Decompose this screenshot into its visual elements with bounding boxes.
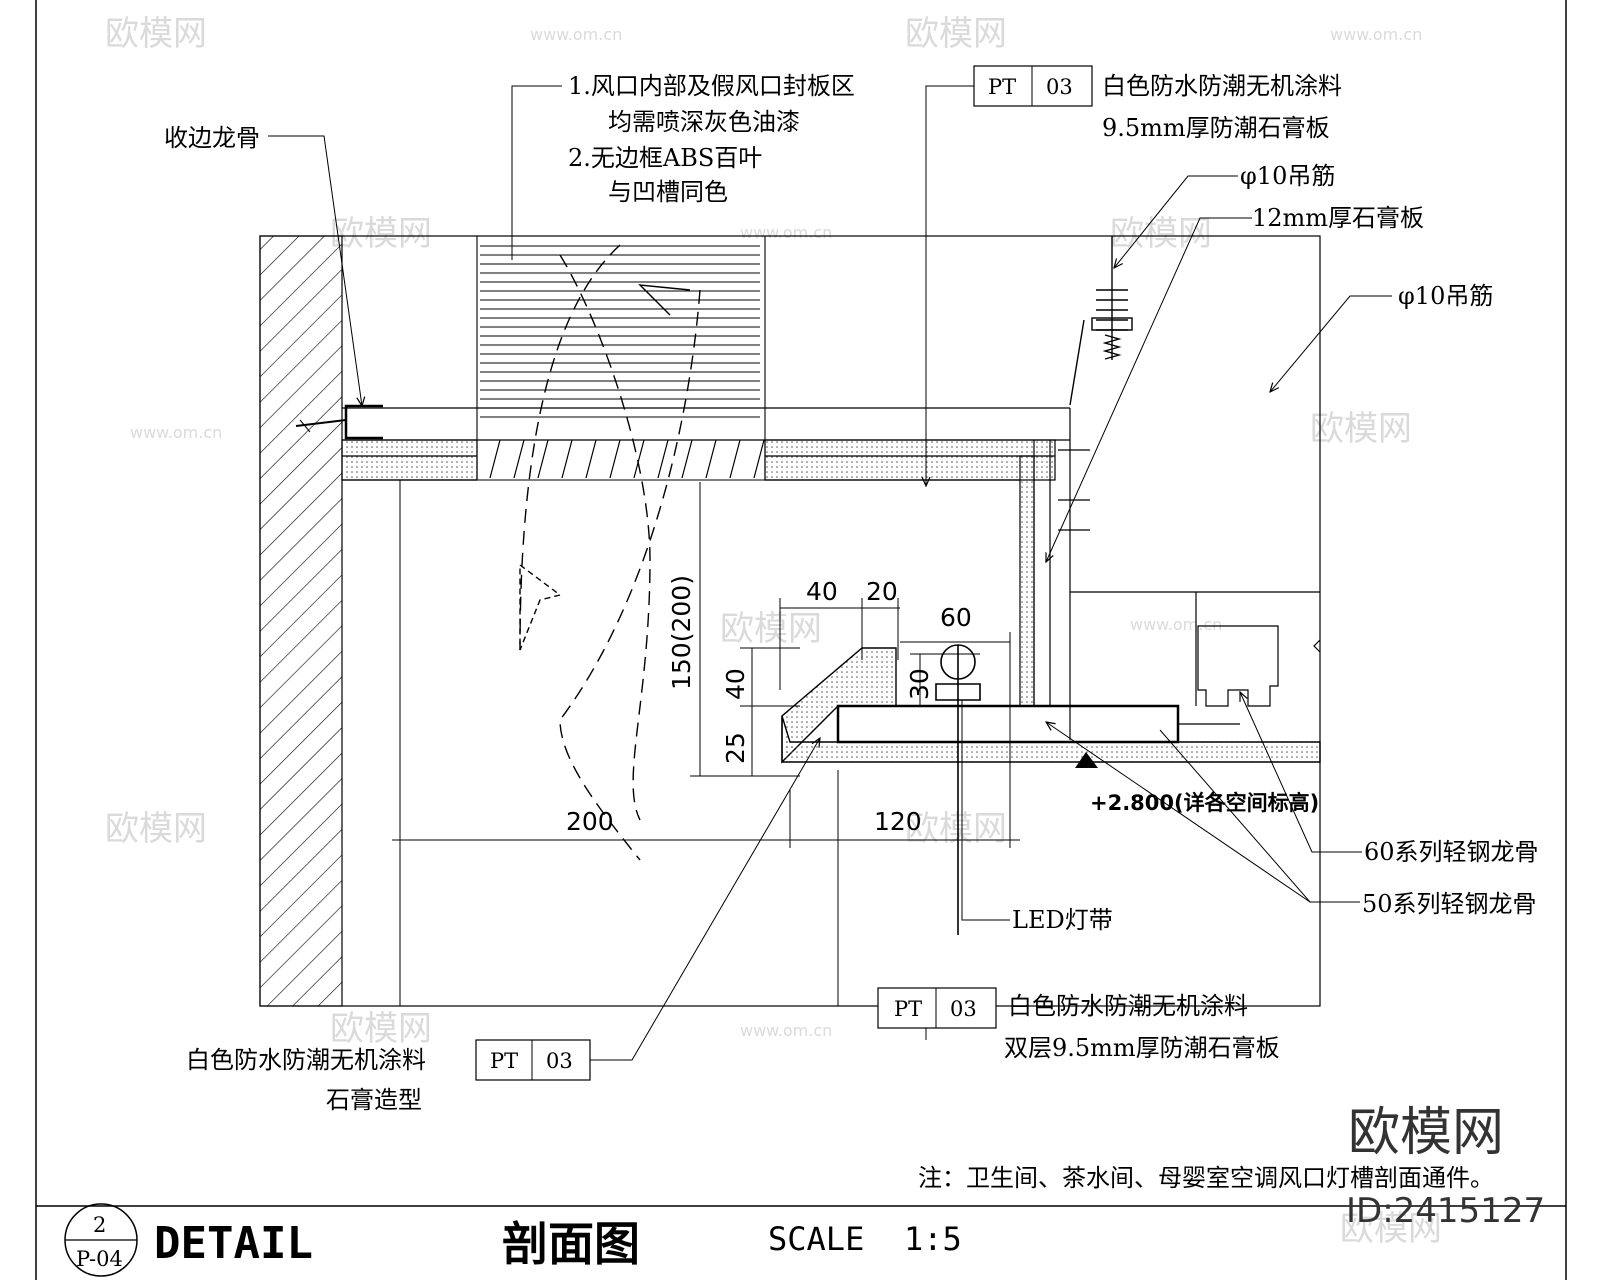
dim-150: 150(200) bbox=[667, 575, 696, 690]
grille-blade bbox=[633, 439, 645, 479]
vent-grille bbox=[476, 236, 766, 481]
tag-03: 03 bbox=[950, 997, 977, 1021]
watermark-url: www.om.cn bbox=[740, 223, 832, 242]
tag-pt: PT bbox=[988, 75, 1016, 99]
label-left-shape: 石膏造型 bbox=[326, 1086, 422, 1114]
watermark-brand: 欧模网 bbox=[905, 809, 1007, 849]
watermark-brand: 欧模网 bbox=[330, 1009, 432, 1049]
sheet-number: P-04 bbox=[76, 1247, 123, 1271]
grille-blade bbox=[585, 439, 597, 479]
tag-03: 03 bbox=[1046, 75, 1073, 99]
material-tag-left: PT 03 bbox=[475, 1039, 591, 1081]
annotation-texts: 收边龙骨 1.风口内部及假风口封板区 均需喷深灰色油漆 2.无边框ABS百叶 与… bbox=[164, 72, 1539, 1192]
grille-slats bbox=[480, 245, 760, 418]
elevation-marker: +2.800(详各空间标高) bbox=[1075, 752, 1319, 815]
watermark-brand: 欧模网 bbox=[1110, 214, 1212, 254]
label-edge-keel: 收边龙骨 bbox=[164, 124, 260, 152]
screws bbox=[1058, 449, 1240, 725]
scale-value: 1:5 bbox=[904, 1220, 962, 1258]
dim-20: 20 bbox=[866, 577, 898, 606]
brand-id: ID:2415127 bbox=[1346, 1191, 1545, 1231]
guide-lines bbox=[399, 480, 839, 1006]
brand-watermark: 欧模网 ID:2415127 bbox=[1346, 1103, 1545, 1231]
grille-blade bbox=[705, 439, 717, 479]
dimension-texts: 40 20 60 150(200) 40 30 25 200 120 bbox=[566, 575, 972, 836]
label-note-1a: 1.风口内部及假风口封板区 bbox=[568, 72, 855, 100]
watermark-brand: 欧模网 bbox=[1340, 1209, 1442, 1249]
dim-200: 200 bbox=[566, 807, 614, 836]
watermark-brand: 欧模网 bbox=[105, 14, 207, 54]
label-led-strip: LED灯带 bbox=[1012, 906, 1113, 934]
grille-blade bbox=[537, 439, 549, 479]
watermark-brand: 欧模网 bbox=[105, 809, 207, 849]
leader-lines bbox=[268, 85, 1392, 1061]
ceiling-boards bbox=[341, 407, 1071, 740]
watermark-url: www.om.cn bbox=[530, 25, 622, 44]
tag-pt: PT bbox=[490, 1049, 518, 1073]
detail-number: 2 bbox=[93, 1213, 106, 1237]
watermark-brand: 欧模网 bbox=[720, 609, 822, 649]
right-framing bbox=[1070, 591, 1321, 707]
label-hanger-2: φ10吊筋 bbox=[1398, 282, 1493, 310]
label-top-finish: 白色防水防潮无机涂料 bbox=[1102, 72, 1342, 100]
label-top-board: 9.5mm厚防潮石膏板 bbox=[1102, 114, 1330, 142]
dim-40-top: 40 bbox=[806, 577, 838, 606]
watermark-layer: 欧模网 www.om.cn 欧模网 www.om.cn 欧模网 www.om.c… bbox=[105, 14, 1442, 1249]
grille-blade bbox=[753, 439, 765, 479]
label-hanger-1: φ10吊筋 bbox=[1240, 162, 1335, 190]
sheet-border bbox=[35, 0, 1567, 1280]
grille-blade bbox=[729, 439, 741, 479]
grille-blade bbox=[609, 439, 621, 479]
watermark-url: www.om.cn bbox=[1330, 25, 1422, 44]
watermark-url: www.om.cn bbox=[740, 1021, 832, 1040]
grille-blade bbox=[681, 439, 693, 479]
hanger-rod bbox=[1069, 236, 1133, 406]
dim-40-side: 40 bbox=[721, 668, 750, 700]
footnote: 注：卫生间、茶水间、母婴室空调风口灯槽剖面通件。 bbox=[918, 1164, 1494, 1192]
tag-pt: PT bbox=[894, 997, 922, 1021]
dimension-lines bbox=[392, 482, 1020, 848]
watermark-brand: 欧模网 bbox=[330, 214, 432, 254]
dim-120: 120 bbox=[874, 807, 922, 836]
grille-blade bbox=[657, 439, 669, 479]
title-block: 2 P-04 DETAIL 剖面图 SCALE 1:5 bbox=[64, 1203, 962, 1277]
airflow-arrows bbox=[519, 244, 701, 861]
wall bbox=[259, 235, 343, 1007]
brand-logo-text: 欧模网 bbox=[1348, 1103, 1504, 1163]
label-bottom-board: 双层9.5mm厚防潮石膏板 bbox=[1004, 1034, 1280, 1062]
label-keel-50: 50系列轻钢龙骨 bbox=[1362, 890, 1537, 918]
tag-03: 03 bbox=[546, 1049, 573, 1073]
label-keel-60: 60系列轻钢龙骨 bbox=[1364, 838, 1539, 866]
label-board-12: 12mm厚石膏板 bbox=[1252, 204, 1424, 232]
led-fixture bbox=[935, 644, 981, 935]
grille-blade bbox=[561, 439, 573, 479]
detail-word: DETAIL bbox=[154, 1218, 313, 1269]
grille-diagonals bbox=[489, 439, 765, 479]
scale-label: SCALE bbox=[768, 1220, 864, 1258]
watermark-url: www.om.cn bbox=[1130, 615, 1222, 634]
label-left-finish: 白色防水防潮无机涂料 bbox=[186, 1046, 426, 1074]
dim-30: 30 bbox=[905, 668, 934, 700]
material-tag-top: PT 03 bbox=[973, 65, 1093, 107]
watermark-brand: 欧模网 bbox=[1310, 409, 1412, 449]
dim-60: 60 bbox=[940, 603, 972, 632]
elevation-label: +2.800(详各空间标高) bbox=[1090, 791, 1319, 815]
watermark-url: www.om.cn bbox=[130, 423, 222, 442]
grille-blade bbox=[513, 439, 525, 479]
grille-blade bbox=[489, 439, 501, 479]
watermark-brand: 欧模网 bbox=[905, 14, 1007, 54]
gypsum-cove bbox=[781, 647, 1321, 764]
label-bottom-finish: 白色防水防潮无机涂料 bbox=[1008, 992, 1248, 1020]
view-name: 剖面图 bbox=[502, 1217, 640, 1271]
label-note-2a: 2.无边框ABS百叶 bbox=[568, 144, 762, 172]
dim-25: 25 bbox=[721, 732, 750, 764]
label-note-1b: 均需喷深灰色油漆 bbox=[608, 108, 800, 136]
material-tag-bottom: PT 03 bbox=[877, 987, 997, 1029]
label-note-2b: 与凹槽同色 bbox=[608, 178, 728, 206]
